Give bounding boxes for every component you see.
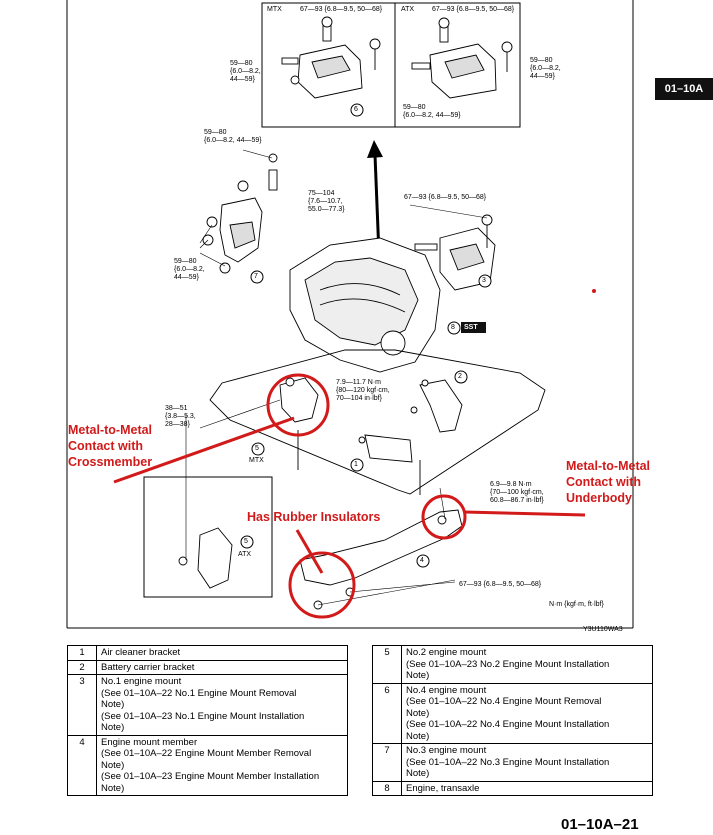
legend-desc: No.4 engine mount (See 01–10A–22 No.4 En…: [401, 682, 653, 744]
legend-num: 1: [67, 645, 97, 661]
units-note: N·m {kgf·m, ft·lbf}: [549, 601, 604, 608]
annotation-rubber: Has Rubber Insulators: [247, 510, 381, 524]
inset-atx-torque: 67—93 {6.8—9.5, 50—68}: [432, 6, 515, 13]
callout-3: 3: [482, 277, 486, 284]
callout-2: 2: [458, 373, 462, 380]
callout-7: 7: [254, 273, 258, 280]
callout-4: 4: [420, 557, 424, 564]
legend-desc: Air cleaner bracket: [96, 645, 348, 661]
mount7-drawing: [202, 153, 278, 274]
callout-5-atx: 5: [244, 538, 248, 545]
torque-mount-top: 59—80{6.0—8.2, 44—59}: [204, 129, 262, 144]
mount6-atx-drawing: [411, 17, 513, 99]
legend-desc: No.2 engine mount (See 01–10A–23 No.2 En…: [401, 645, 653, 684]
section-tab: 01–10A: [655, 78, 713, 100]
legend-row: 3 No.1 engine mount (See 01–10A–22 No.1 …: [67, 674, 348, 736]
inset-bottom-torque: 59—80{6.0—8.2, 44—59}: [403, 104, 461, 119]
torque-member: 67—93 {6.8—9.5, 50—68}: [459, 581, 542, 588]
legend-row: 5 No.2 engine mount (See 01–10A–23 No.2 …: [372, 645, 653, 684]
legend-desc: No.3 engine mount (See 01–10A–22 No.3 En…: [401, 743, 653, 782]
atx-label: ATX: [238, 551, 252, 558]
legend-desc: Engine mount member (See 01–10A–22 Engin…: [96, 734, 348, 796]
inset-right-torque: 59—80{6.0—8.2,44—59}: [530, 57, 561, 80]
legend-row: 6 No.4 engine mount (See 01–10A–22 No.4 …: [372, 682, 653, 744]
inset-mtx-torque: 67—93 {6.8—9.5, 50—68}: [300, 6, 383, 13]
torque-bracket: 6.9—9.8 N·m{70—100 kgf·cm,60.8—86.7 in·l…: [490, 481, 544, 504]
legend-desc: No.1 engine mount (See 01–10A–22 No.1 En…: [96, 674, 348, 736]
sst-label: SST: [464, 324, 478, 331]
legend-num: 5: [372, 645, 402, 684]
torque-mount-left: 59—80{6.0—8.2,44—59}: [174, 258, 205, 281]
mount5-atx-drawing: [178, 527, 233, 589]
inset-mtx-label: MTX: [267, 6, 282, 13]
legend-num: 4: [67, 734, 97, 796]
torque-mount-side: 75—104{7.6—10.7,55.0—77.3}: [308, 190, 345, 213]
legend-row: 4 Engine mount member (See 01–10A–22 Eng…: [67, 734, 348, 796]
legend-table-left: 1 Air cleaner bracket 2 Battery carrier …: [67, 645, 348, 796]
torque-mount3: 67—93 {6.8—9.5, 50—68}: [404, 194, 487, 201]
legend-num: 6: [372, 682, 402, 744]
legend-desc: Battery carrier bracket: [96, 659, 348, 675]
legend-num: 7: [372, 743, 402, 782]
torque-mount5: 38—51{3.8—5.3,28—38}: [165, 405, 196, 428]
callout-8: 8: [451, 324, 455, 331]
legend-num: 2: [67, 659, 97, 675]
page-number: 01–10A–21: [561, 816, 639, 833]
callout-5: 5: [255, 445, 259, 452]
legend-desc: Engine, transaxle: [401, 780, 653, 796]
legend-row: 8 Engine, transaxle: [372, 780, 653, 796]
legend-row: 7 No.3 engine mount (See 01–10A–22 No.3 …: [372, 743, 653, 782]
legend-num: 3: [67, 674, 97, 736]
legend-table-right: 5 No.2 engine mount (See 01–10A–23 No.2 …: [372, 645, 653, 796]
inset-box: [261, 2, 521, 128]
figure-code: Y3U110WA3: [583, 626, 623, 633]
bracket1-drawing: [358, 434, 413, 463]
mount5-mtx-drawing: [279, 377, 319, 423]
inset-atx-label: ATX: [401, 6, 415, 13]
inset-left-torque: 59—80{6.0—8.2,44—59}: [230, 60, 261, 83]
engine-transaxle-drawing: [289, 237, 441, 373]
callout-1: 1: [354, 461, 358, 468]
crossmember-drawing: [209, 349, 546, 495]
mtx-label: MTX: [249, 457, 264, 464]
legend-row: 1 Air cleaner bracket: [67, 645, 348, 661]
atx-inset-box: [143, 476, 273, 598]
mount6-mtx-drawing: [281, 16, 381, 99]
red-annotation-marks: [113, 373, 586, 619]
torque-mtx-mount: 7.9—11.7 N·m{80—120 kgf·cm,70—104 in·lbf…: [336, 379, 390, 402]
callout-6: 6: [354, 106, 358, 113]
bracket2-drawing: [410, 379, 463, 433]
legend-num: 8: [372, 780, 402, 796]
legend-row: 2 Battery carrier bracket: [67, 659, 348, 675]
exploded-diagram: [66, 0, 634, 629]
